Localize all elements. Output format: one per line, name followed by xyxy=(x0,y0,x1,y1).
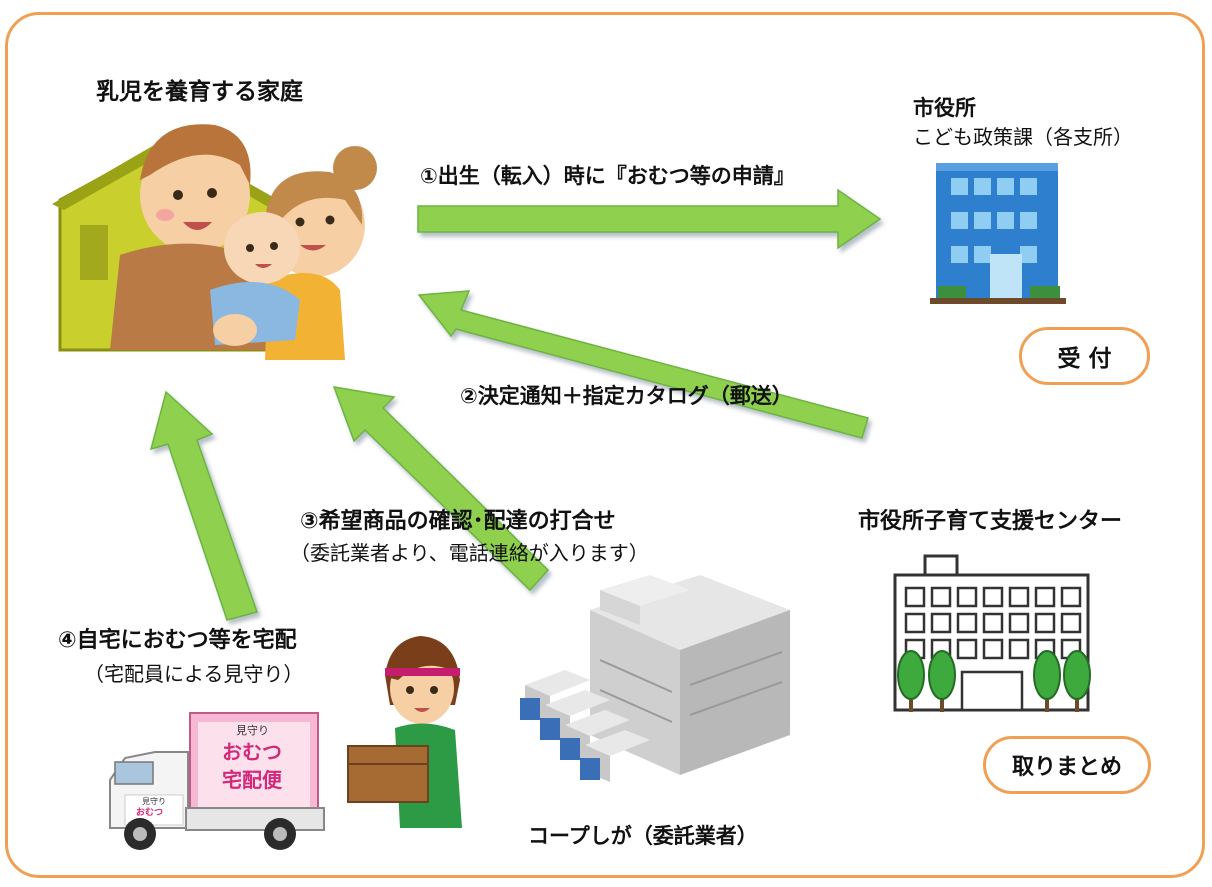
step4-note: （宅配員による見守り） xyxy=(84,662,304,686)
van-line1: おむつ xyxy=(222,740,282,764)
step4-title: ④自宅におむつ等を宅配 xyxy=(58,628,297,653)
support-center-building-icon xyxy=(893,554,1091,712)
coop-label: コープしが（委託業者） xyxy=(528,824,758,848)
diagram-frame xyxy=(5,12,1205,878)
badge-compile: 取りまとめ xyxy=(983,736,1151,794)
delivery-person-illustration xyxy=(347,636,462,828)
arrow-step3 xyxy=(332,386,550,592)
warehouse-trucks-illustration xyxy=(520,575,790,782)
badge-reception: 受 付 xyxy=(1019,327,1150,385)
step3-title: ③希望商品の確認･配達の打合せ xyxy=(300,509,616,534)
support-center-title: 市役所子育て支援センター xyxy=(858,509,1123,534)
arrow-step1 xyxy=(417,188,882,250)
city-hall-subtitle: こども政策課（各支所） xyxy=(913,125,1133,149)
van-door-small: 見守り xyxy=(142,797,166,806)
van-door-line1: おむつ xyxy=(136,808,164,818)
van-small-label: 見守り xyxy=(236,724,269,737)
family-title: 乳児を養育する家庭 xyxy=(96,79,303,105)
step1-label: ①出生（転入）時に『おむつ等の申請』 xyxy=(420,164,795,188)
delivery-van-illustration xyxy=(109,712,325,850)
arrow-step4 xyxy=(149,390,258,621)
arrow-step2 xyxy=(417,290,869,439)
step3-note: （委託業者より、電話連絡が入ります） xyxy=(290,541,649,565)
step2-label: ②決定通知＋指定カタログ（郵送） xyxy=(460,384,793,408)
city-hall-building-icon xyxy=(930,163,1066,304)
family-illustration xyxy=(52,124,377,360)
city-hall-title: 市役所 xyxy=(913,96,976,120)
van-line2: 宅配便 xyxy=(222,768,282,792)
